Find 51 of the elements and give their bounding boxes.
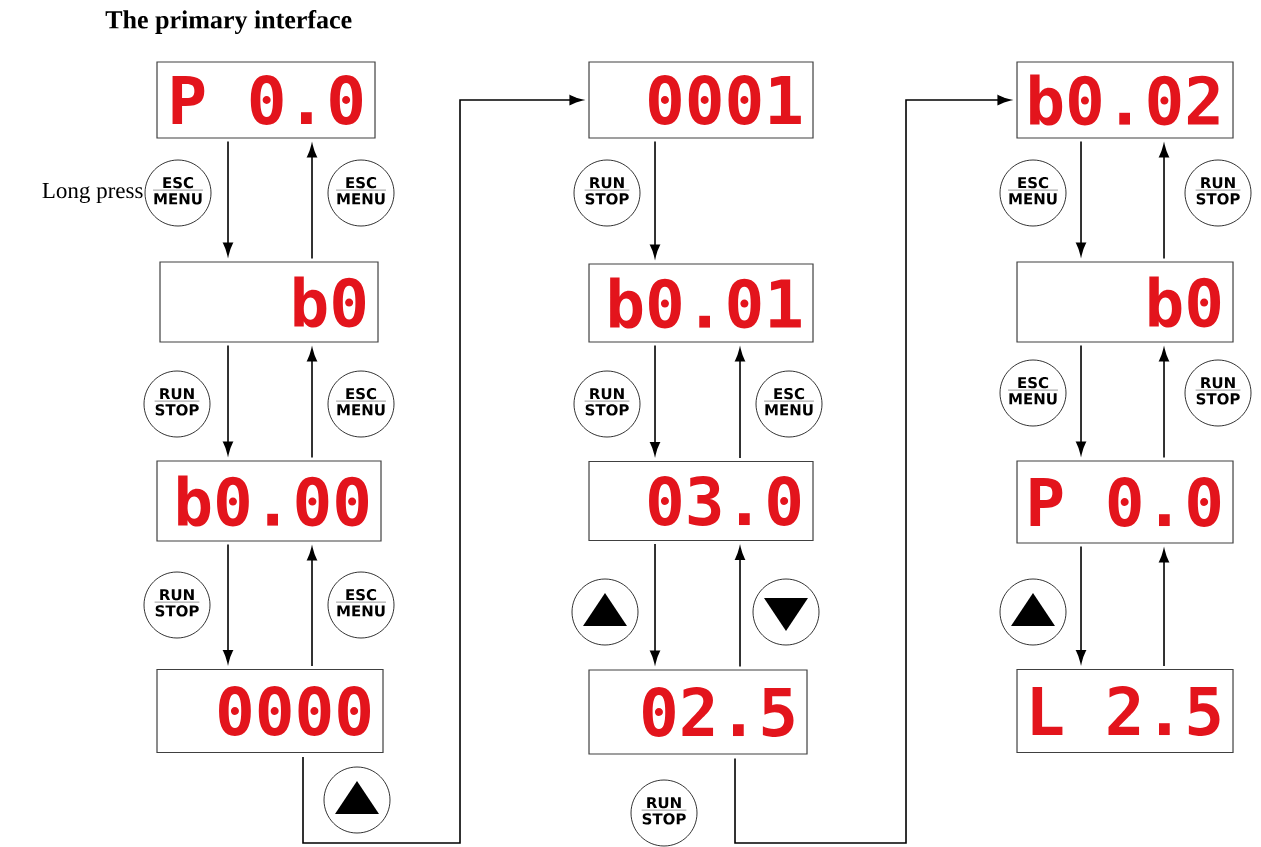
key-caption: Long press xyxy=(42,183,143,204)
key-button: RUN STOP xyxy=(1184,159,1252,227)
key-button: RUN STOP xyxy=(143,370,211,438)
connector-arrow xyxy=(302,95,583,844)
key-button: RUN STOP xyxy=(573,159,641,227)
arrow xyxy=(650,344,660,456)
arrow xyxy=(223,543,233,664)
arrow-key xyxy=(999,578,1067,646)
key-button: ESC MENU xyxy=(999,159,1067,227)
key-button: RUN STOP xyxy=(143,571,211,639)
key-button: ESC MENU xyxy=(755,370,823,438)
key-button: ESC MENU xyxy=(144,159,212,227)
arrow xyxy=(650,543,660,664)
arrow xyxy=(307,348,317,459)
key-button: ESC MENU xyxy=(327,159,395,227)
key-button: ESC MENU xyxy=(327,370,395,438)
display-box: b0 xyxy=(159,261,379,343)
display-box: b0.02 xyxy=(1016,61,1234,139)
arrow xyxy=(307,144,317,260)
arrow xyxy=(1159,144,1169,260)
arrow xyxy=(307,547,317,667)
key-button: RUN STOP xyxy=(630,779,698,847)
connector-arrow xyxy=(734,95,1011,844)
display-box: P 0.0 xyxy=(156,61,376,139)
arrow xyxy=(735,546,745,668)
arrow xyxy=(650,140,660,258)
arrow xyxy=(223,140,233,256)
key-button: RUN STOP xyxy=(1184,359,1252,427)
display-box: b0 xyxy=(1016,261,1234,343)
arrow xyxy=(735,348,745,459)
arrow xyxy=(1159,549,1169,667)
display-box: b0.01 xyxy=(588,263,814,343)
key-button: ESC MENU xyxy=(999,359,1067,427)
display-box: 02.5 xyxy=(588,669,808,755)
arrow-key xyxy=(571,578,639,646)
title: The primary interface xyxy=(105,10,352,34)
display-box: 0001 xyxy=(588,61,814,139)
arrow xyxy=(1159,348,1169,459)
arrow xyxy=(1076,140,1086,256)
arrow-key xyxy=(752,578,820,646)
arrow xyxy=(223,344,233,455)
arrow xyxy=(1076,545,1086,664)
key-button: ESC MENU xyxy=(327,571,395,639)
arrow xyxy=(1076,344,1086,455)
display-box: b0.00 xyxy=(156,460,382,542)
display-box: 03.0 xyxy=(588,460,814,542)
arrow-key xyxy=(323,766,391,834)
display-box: 0000 xyxy=(156,668,384,754)
display-box: P 0.0 xyxy=(1016,460,1234,544)
key-button: RUN STOP xyxy=(573,370,641,438)
display-box: L 2.5 xyxy=(1016,668,1234,754)
